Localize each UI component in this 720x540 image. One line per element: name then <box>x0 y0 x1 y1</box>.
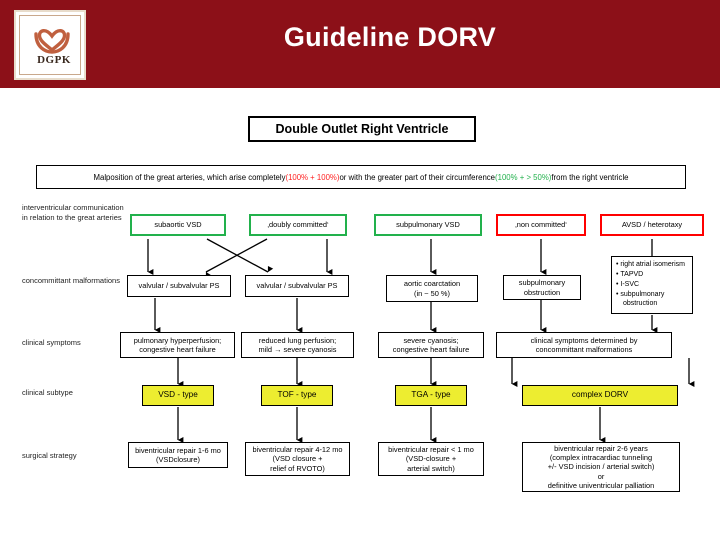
bullet-text: TAPVD <box>620 271 644 279</box>
node-symptoms-complex[interactable]: clinical symptoms determined by concommi… <box>496 332 672 358</box>
page-title: Guideline DORV <box>283 22 497 52</box>
node-surgery-vsd[interactable]: biventricular repair 1-6 mo (VSDclosure) <box>128 442 228 468</box>
definition-part3: from the right ventricle <box>551 172 629 182</box>
node-subpulmonary-obstruction[interactable]: subpulmonary obstruction <box>503 275 581 300</box>
aortic-coarctation-line1: aortic coarctation <box>403 279 461 289</box>
node-tga-type[interactable]: TGA - type <box>395 385 467 406</box>
bullet-text: subpulmonary obstruction <box>620 291 665 308</box>
surgery-tof-line2: (VSD closure + <box>272 454 323 464</box>
node-doubly-committed[interactable]: ‚doubly committed‘ <box>249 214 347 236</box>
subpulmonary-obstruction-line2: obstruction <box>523 287 561 297</box>
row-label-subtype: clinical subtype <box>22 388 73 397</box>
heart-in-cup-icon <box>34 29 70 54</box>
surgery-tga-line3: arterial switch) <box>407 463 455 473</box>
definition-box: Malposition of the great arteries, which… <box>36 165 686 189</box>
logo-label: DGPK <box>37 54 71 66</box>
node-valvular-ps-2[interactable]: valvular / subvalvular PS <box>245 275 349 297</box>
symptoms-tga-line2: congestive heart failure <box>392 345 470 354</box>
logo-inner-frame: DGPK <box>19 15 81 75</box>
node-symptoms-vsd[interactable]: pulmonary hyperperfusion; congestive hea… <box>120 332 235 358</box>
row-label-symptoms: clinical symptoms <box>22 338 81 347</box>
node-non-committed[interactable]: ‚non committed‘ <box>496 214 586 236</box>
bullet-text: I-SVC <box>620 281 640 289</box>
surgery-vsd-line1: biventricular repair 1-6 mo <box>135 445 221 455</box>
node-surgery-tof[interactable]: biventricular repair 4-12 mo (VSD closur… <box>245 442 350 476</box>
symptoms-tga-line1: severe cyanosis; <box>403 335 459 345</box>
node-symptoms-tga[interactable]: severe cyanosis; congestive heart failur… <box>378 332 484 358</box>
symptoms-tof-line2: mild → severe cyanosis <box>258 345 337 354</box>
header-bar <box>0 0 720 88</box>
definition-pct-green: (100% + > 50%) <box>495 172 552 182</box>
surgery-complex-line5: definitive univentricular palliation <box>547 480 655 490</box>
node-symptoms-tof[interactable]: reduced lung perfusion; mild → severe cy… <box>241 332 354 358</box>
surgery-tga-line2: (VSD-closure + <box>405 454 457 464</box>
row-label-interventricular: interventricular communication in relati… <box>22 203 124 223</box>
surgery-tga-line1: biventricular repair < 1 mo <box>388 445 474 455</box>
definition-part2: or with the greater part of their circum… <box>339 172 496 182</box>
aortic-coarctation-line2: (in ~ 50 %) <box>414 288 450 298</box>
node-valvular-ps-1[interactable]: valvular / subvalvular PS <box>127 275 231 297</box>
subpulmonary-obstruction-line1: subpulmonary <box>518 278 566 288</box>
node-subaortic-vsd[interactable]: subaortic VSD <box>130 214 226 236</box>
node-avsd-heterotaxy[interactable]: AVSD / heterotaxy <box>600 214 704 236</box>
surgery-complex-line2: (complex intracardiac tunneling <box>549 453 653 463</box>
surgery-complex-line1: biventricular repair 2-6 years <box>554 443 648 453</box>
bullet-item: • I-SVC <box>616 281 640 289</box>
bullet-text: right atrial isomerism <box>620 261 685 268</box>
node-vsd-type[interactable]: VSD - type <box>142 385 214 406</box>
node-complex-dorv[interactable]: complex DORV <box>522 385 678 406</box>
definition-pct-red: (100% + 100%) <box>285 172 340 182</box>
dgpk-logo: DGPK <box>14 10 86 80</box>
surgery-complex-line3: +/- VSD incision / arterial switch) <box>547 462 655 472</box>
node-tof-type[interactable]: TOF - type <box>261 385 333 406</box>
symptoms-tof-line1: reduced lung perfusion; <box>258 335 337 345</box>
row-label-surgical: surgical strategy <box>22 451 77 460</box>
node-subpulmonary-vsd[interactable]: subpulmonary VSD <box>374 214 482 236</box>
bullet-item: • TAPVD <box>616 271 644 279</box>
node-heterotaxy-features[interactable]: • right atrial isomerism • TAPVD • I-SVC… <box>611 256 693 314</box>
surgery-tof-line1: biventricular repair 4-12 mo <box>252 445 343 455</box>
surgery-complex-line4: or <box>597 471 605 481</box>
dorv-title-box: Double Outlet Right Ventricle <box>248 116 476 142</box>
node-aortic-coarctation[interactable]: aortic coarctation (in ~ 50 %) <box>386 275 478 302</box>
definition-part1: Malposition of the great arteries, which… <box>93 172 286 182</box>
symptoms-complex-line1: clinical symptoms determined by <box>530 335 638 345</box>
bullet-item: • right atrial isomerism <box>616 261 685 268</box>
row-label-malformations: concommittant malformations <box>22 276 120 285</box>
surgery-vsd-line2: (VSDclosure) <box>156 455 200 464</box>
symptoms-vsd-line2: congestive heart failure <box>139 345 216 354</box>
surgery-tof-line3: relief of RVOTO) <box>270 463 325 473</box>
bullet-item: • subpulmonary obstruction <box>616 291 665 308</box>
symptoms-vsd-line1: pulmonary hyperperfusion; <box>133 335 222 345</box>
symptoms-complex-line2: concommittant malformations <box>535 345 633 354</box>
node-surgery-tga[interactable]: biventricular repair < 1 mo (VSD-closure… <box>378 442 484 476</box>
node-surgery-complex[interactable]: biventricular repair 2-6 years (complex … <box>522 442 680 492</box>
